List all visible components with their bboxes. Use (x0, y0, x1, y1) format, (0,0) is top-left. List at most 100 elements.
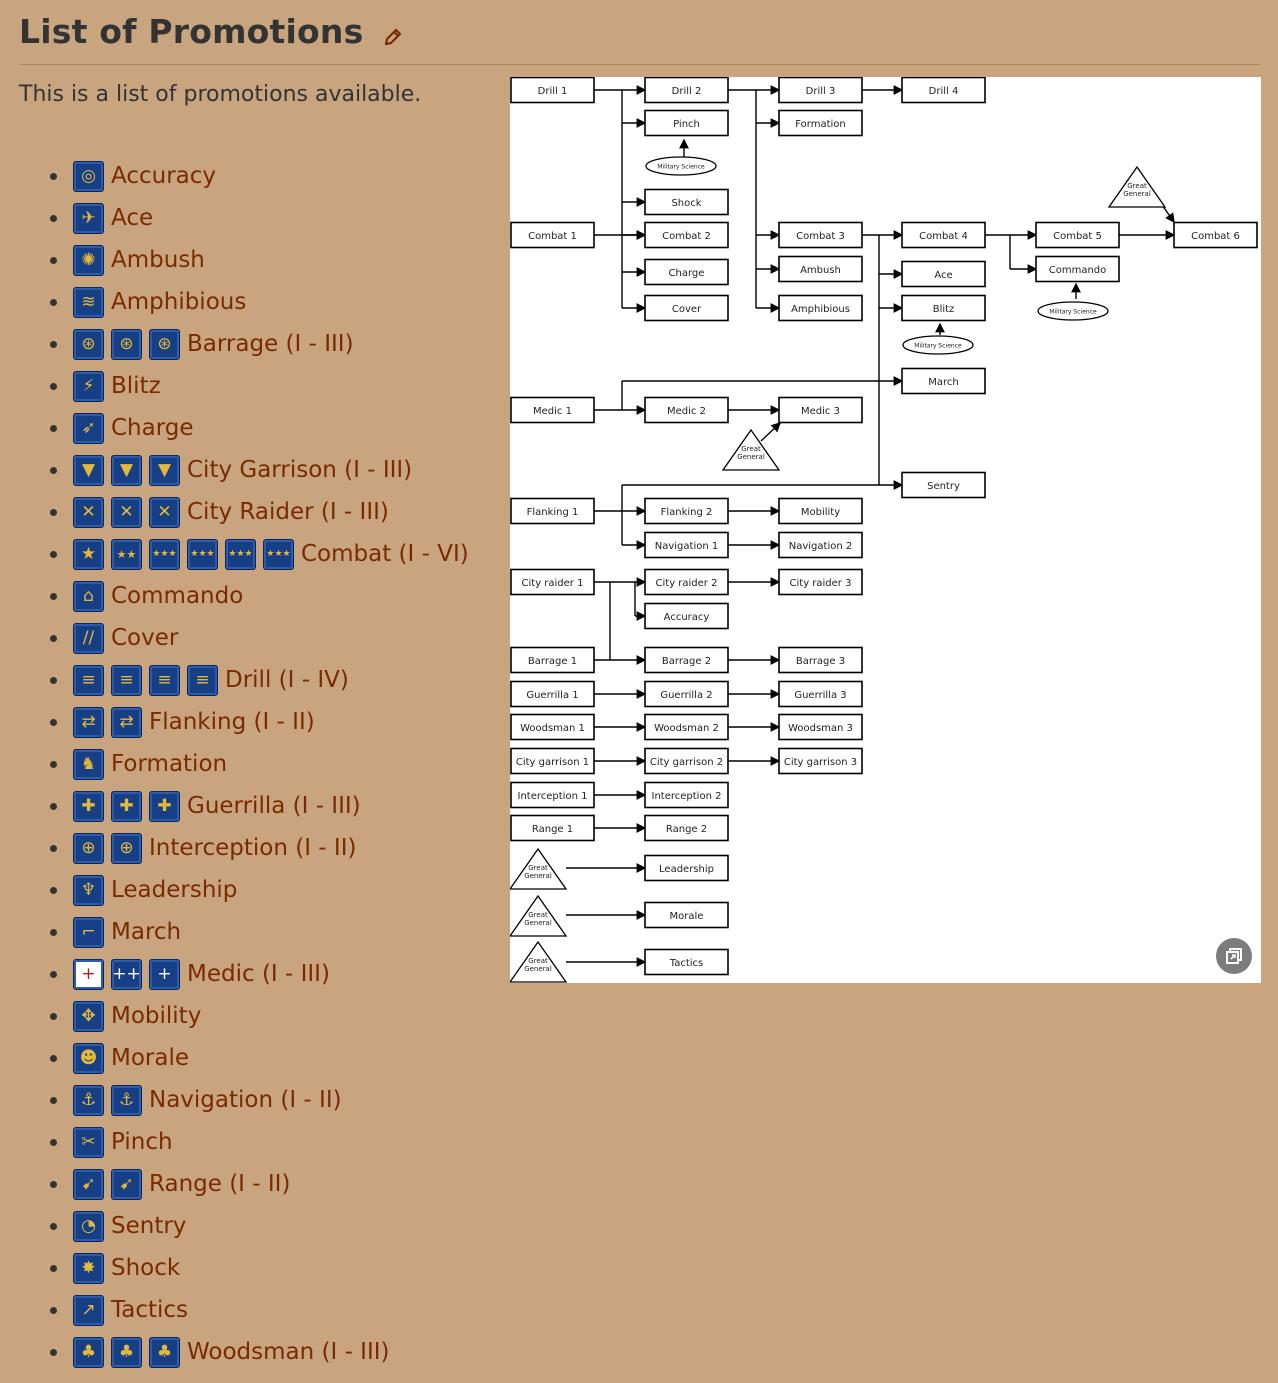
eagle-icon[interactable]: ♆ (73, 874, 104, 906)
great-general-label: General (737, 453, 765, 461)
garrison-2-icon[interactable]: ▼ (111, 454, 142, 486)
promotion-link[interactable]: Commando (111, 583, 244, 609)
promotion-link[interactable]: Navigation (I - II) (149, 1087, 342, 1113)
promotion-link[interactable]: Medic (I - III) (187, 961, 330, 987)
promotion-link[interactable]: Shock (111, 1255, 181, 1281)
promotion-link[interactable]: Ace (111, 205, 154, 231)
tree-node-label: Interception 1 (518, 791, 588, 802)
medic-1-icon[interactable]: + (73, 958, 104, 990)
raider-2-icon[interactable]: ✕ (111, 496, 142, 528)
promotion-link[interactable]: Range (I - II) (149, 1171, 291, 1197)
combat-2-icon[interactable]: ★★ (111, 538, 142, 570)
promotion-link[interactable]: Ambush (111, 247, 205, 273)
combat-1-icon[interactable]: ★ (73, 538, 104, 570)
raider-1-icon[interactable]: ✕ (73, 496, 104, 528)
combat-3-icon[interactable]: ★★★ (149, 538, 180, 570)
tree-node-box (901, 471, 986, 499)
promotion-link[interactable]: March (111, 919, 182, 945)
promotion-link[interactable]: Woodsman (I - III) (187, 1339, 390, 1365)
promotion-link[interactable]: Flanking (I - II) (149, 709, 315, 735)
barrage-2-icon[interactable]: ⊛ (111, 328, 142, 360)
promotion-link[interactable]: Morale (111, 1045, 190, 1071)
target-icon[interactable]: ◎ (73, 160, 104, 192)
guerrilla-2-icon[interactable]: ✚ (111, 790, 142, 822)
burst-icon[interactable]: ✺ (73, 244, 104, 276)
face-icon[interactable]: ☻ (73, 1042, 104, 1074)
raider-3-icon[interactable]: ✕ (149, 496, 180, 528)
blitz-icon[interactable]: ⚡ (73, 370, 104, 402)
drill-4-icon[interactable]: ≡ (187, 664, 218, 696)
promotion-link[interactable]: City Raider (I - III) (187, 499, 389, 525)
arrows-icon[interactable]: ✥ (73, 1000, 104, 1032)
flanking-2-icon[interactable]: ⇄ (111, 706, 142, 738)
promotion-link[interactable]: Amphibious (111, 289, 247, 315)
promotion-link[interactable]: Tactics (111, 1297, 189, 1323)
promotion-link[interactable]: Interception (I - II) (149, 835, 357, 861)
tree-node-box (510, 568, 595, 596)
plane-icon[interactable]: ✈ (73, 202, 104, 234)
drill-3-icon[interactable]: ≡ (149, 664, 180, 696)
promotion-link[interactable]: Leadership (111, 877, 238, 903)
tactics-icon[interactable]: ↗ (73, 1294, 104, 1326)
promotion-link[interactable]: Combat (I - VI) (301, 541, 469, 567)
sentry-icon[interactable]: ◔ (73, 1210, 104, 1242)
tree-node-label: Range 1 (532, 824, 573, 835)
range-1-icon[interactable]: ➹ (73, 1168, 104, 1200)
list-item: ♣♣♣Woodsman (I - III) (50, 1331, 390, 1373)
commando-icon[interactable]: ⌂ (73, 580, 104, 612)
interception-2-icon[interactable]: ⊕ (111, 832, 142, 864)
boot-icon[interactable]: ⌐ (73, 916, 104, 948)
tree-node-box (644, 948, 729, 976)
drill-2-icon[interactable]: ≡ (111, 664, 142, 696)
drill-1-icon[interactable]: ≡ (73, 664, 104, 696)
tree-node-label: Woodsman 3 (788, 723, 853, 734)
promotion-link[interactable]: Drill (I - IV) (225, 667, 349, 693)
barrage-1-icon[interactable]: ⊛ (73, 328, 104, 360)
cover-icon[interactable]: // (73, 622, 104, 654)
guerrilla-3-icon[interactable]: ✚ (149, 790, 180, 822)
medic-3-icon[interactable]: + (149, 958, 180, 990)
tree-node-box (644, 294, 729, 322)
promotion-link[interactable]: Guerrilla (I - III) (187, 793, 361, 819)
guerrilla-1-icon[interactable]: ✚ (73, 790, 104, 822)
combat-4-icon[interactable]: ★★★ (187, 538, 218, 570)
promotion-link[interactable]: City Garrison (I - III) (187, 457, 413, 483)
promotion-link[interactable]: Pinch (111, 1129, 173, 1155)
promotion-link[interactable]: Mobility (111, 1003, 202, 1029)
wave-icon[interactable]: ≋ (73, 286, 104, 318)
charge-icon[interactable]: ➶ (73, 412, 104, 444)
promotion-link[interactable]: Blitz (111, 373, 161, 399)
tree-node-medic1: Medic 1 (510, 396, 595, 424)
promotion-link[interactable]: Sentry (111, 1213, 187, 1239)
tree-node-march: March (901, 367, 986, 395)
tree-node-label: Barrage 3 (796, 656, 845, 667)
garrison-1-icon[interactable]: ▼ (73, 454, 104, 486)
tree-node-box (644, 109, 729, 137)
promotion-link[interactable]: Cover (111, 625, 179, 651)
flanking-1-icon[interactable]: ⇄ (73, 706, 104, 738)
expand-image-button[interactable] (1216, 938, 1252, 974)
navigation-1-icon[interactable]: ⚓ (73, 1084, 104, 1116)
pinch-icon[interactable]: ✂ (73, 1126, 104, 1158)
combat-6-icon[interactable]: ★★★ (263, 538, 294, 570)
promotion-link[interactable]: Formation (111, 751, 228, 777)
shock-icon[interactable]: ✸ (73, 1252, 104, 1284)
navigation-2-icon[interactable]: ⚓ (111, 1084, 142, 1116)
promotion-link[interactable]: Barrage (I - III) (187, 331, 354, 357)
promotion-link[interactable]: Accuracy (111, 163, 217, 189)
medic-2-icon[interactable]: ++ (111, 958, 142, 990)
garrison-3-icon[interactable]: ▼ (149, 454, 180, 486)
tree-node-woodsman3: Woodsman 3 (778, 713, 863, 741)
interception-1-icon[interactable]: ⊕ (73, 832, 104, 864)
woodsman-1-icon[interactable]: ♣ (73, 1336, 104, 1368)
range-2-icon[interactable]: ➹ (111, 1168, 142, 1200)
barrage-3-icon[interactable]: ⊛ (149, 328, 180, 360)
woodsman-2-icon[interactable]: ♣ (111, 1336, 142, 1368)
tree-node-combat3: Combat 3 (778, 221, 863, 249)
promotion-link[interactable]: Charge (111, 415, 194, 441)
pencil-icon[interactable] (383, 27, 403, 51)
woodsman-3-icon[interactable]: ♣ (149, 1336, 180, 1368)
formation-icon[interactable]: ♞ (73, 748, 104, 780)
combat-5-icon[interactable]: ★★★ (225, 538, 256, 570)
